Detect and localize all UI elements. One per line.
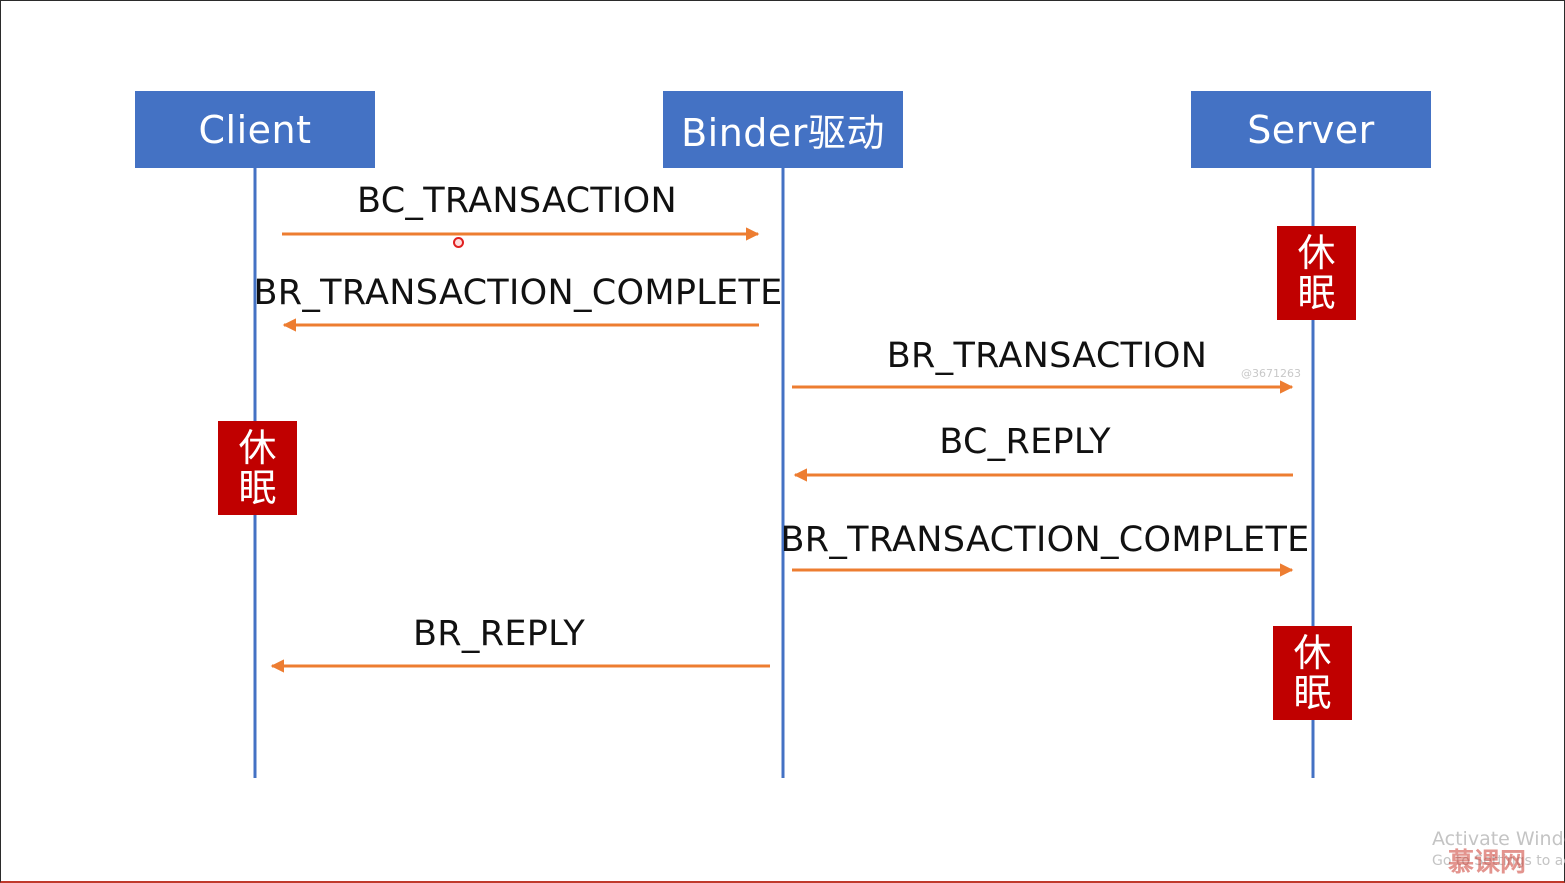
sleep-char-1: 休 (238, 426, 277, 470)
sleep-box-server-2: 休 眠 (1273, 626, 1352, 720)
imooc-logo: 慕课网 (1448, 848, 1527, 878)
sleep-char-1: 休 (1293, 631, 1332, 675)
message-label-br-transaction-complete-client: BR_TRANSACTION_COMPLETE (253, 273, 783, 313)
participant-server: Server (1191, 91, 1431, 168)
participant-client: Client (135, 91, 375, 168)
laser-pointer-icon (453, 237, 464, 248)
activate-windows-subtext: Go to Settings to activ (1432, 853, 1565, 869)
sleep-char-2: 眠 (1293, 671, 1332, 715)
message-label-br-transaction: BR_TRANSACTION (886, 336, 1208, 376)
watermark-user-id: @3671263 (1241, 367, 1301, 380)
sleep-box-server-1: 休 眠 (1277, 226, 1356, 320)
participant-binder-driver: Binder驱动 (663, 91, 903, 168)
participant-binder-label: Binder驱动 (681, 111, 885, 155)
participant-client-label: Client (198, 107, 312, 152)
message-label-bc-transaction: BC_TRANSACTION (356, 181, 678, 221)
sleep-char-2: 眠 (238, 466, 277, 510)
activate-windows-notice: Activate Windo (1432, 828, 1565, 850)
sleep-char-1: 休 (1297, 231, 1336, 275)
message-label-br-transaction-complete-server: BR_TRANSACTION_COMPLETE (780, 520, 1310, 560)
message-label-br-reply: BR_REPLY (413, 614, 585, 654)
sleep-box-client: 休 眠 (218, 421, 297, 515)
participant-server-label: Server (1247, 107, 1375, 152)
message-label-bc-reply: BC_REPLY (939, 422, 1111, 462)
sleep-char-2: 眠 (1297, 271, 1336, 315)
